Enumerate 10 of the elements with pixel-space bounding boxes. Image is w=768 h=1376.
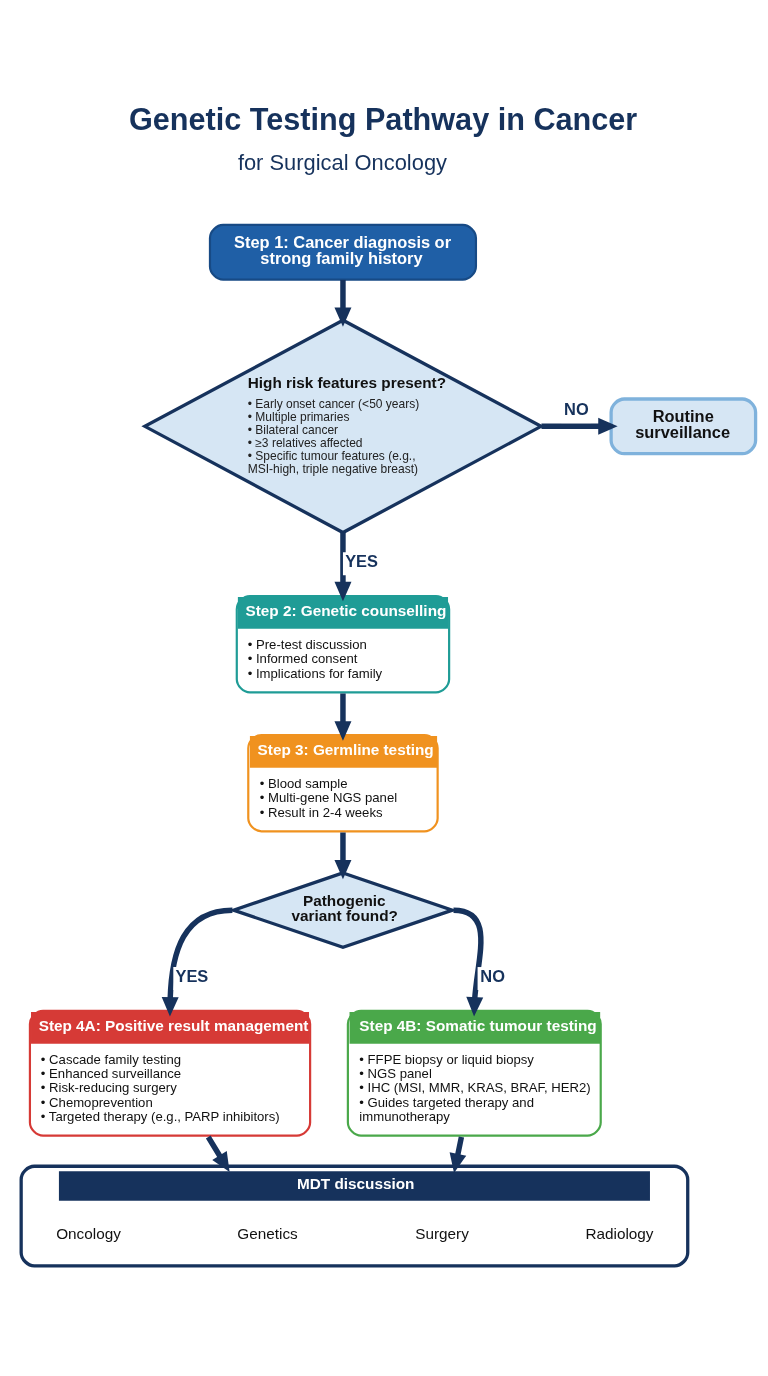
node-text: Genetics (237, 1224, 298, 1242)
edge-label: YES (175, 966, 209, 985)
diagram-title: Genetic Testing Pathway in Cancer (128, 101, 638, 136)
edge-label: YES (345, 551, 378, 570)
edge-label: NO (480, 966, 505, 985)
node-text: Radiology (585, 1224, 654, 1242)
label: for Surgical Oncology (237, 149, 448, 175)
node-text: Surgery (415, 1224, 469, 1242)
node-text: Oncology (56, 1224, 121, 1242)
edge-label: NO (564, 399, 589, 418)
